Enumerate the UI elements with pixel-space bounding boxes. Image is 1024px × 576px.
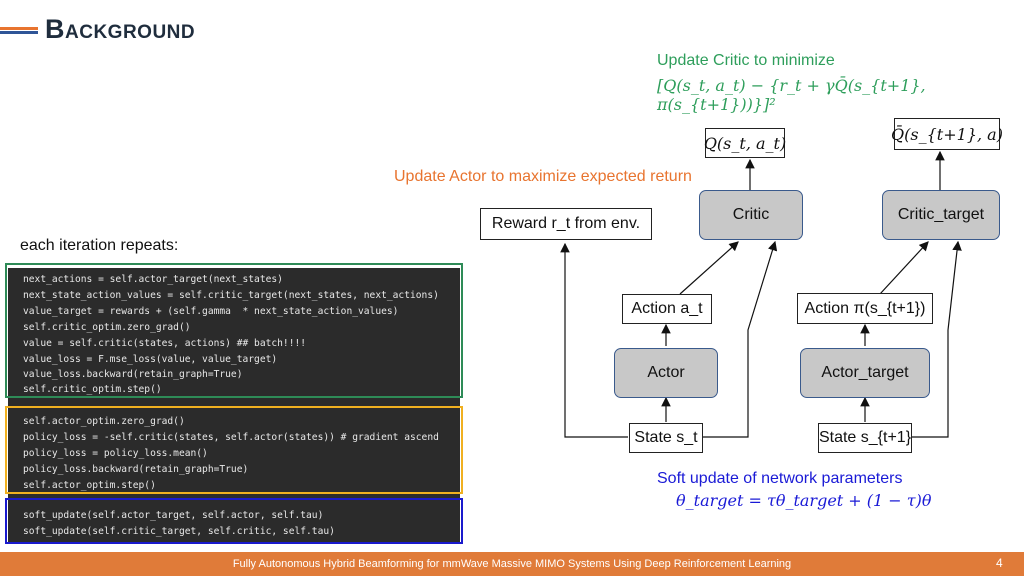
code-line: soft_update(self.critic_target, self.cri… <box>23 526 335 537</box>
page-number: 4 <box>996 556 1003 570</box>
footer-bar <box>0 552 1024 576</box>
critic-node: Critic <box>699 190 803 240</box>
actor-node: Actor <box>614 348 718 398</box>
code-line: self.actor_optim.zero_grad() <box>23 416 185 427</box>
code-line: next_actions = self.actor_target(next_st… <box>23 274 283 285</box>
action-box: Action a_t <box>622 294 712 324</box>
action-target-box: Action π(s_{t+1}) <box>797 293 933 324</box>
critic-target-node: Critic_target <box>882 190 1000 240</box>
code-line: next_state_action_values = self.critic_t… <box>23 290 439 301</box>
code-line: soft_update(self.actor_target, self.acto… <box>23 510 324 521</box>
code-line: value_target = rewards + (self.gamma * n… <box>23 306 399 317</box>
soft-update-frame <box>5 498 463 544</box>
state-next-box: State s_{t+1} <box>818 423 912 453</box>
code-line: self.critic_optim.step() <box>23 384 162 395</box>
soft-update-formula: θ_target = τθ_target + (1 − τ)θ <box>676 491 932 510</box>
soft-update-heading: Soft update of network parameters <box>657 470 903 487</box>
reward-box: Reward r_t from env. <box>480 208 652 240</box>
code-line: value_loss.backward(retain_graph=True) <box>23 369 243 380</box>
code-line: value = self.critic(states, actions) ## … <box>23 338 307 349</box>
state-box: State s_t <box>629 423 703 453</box>
critic-update-formula: [Q(s_t, a_t) − {r_t + γQ̄(s_{t+1}, π(s_{… <box>657 76 926 114</box>
actor-update-frame <box>5 406 463 494</box>
each-iteration-label: each iteration repeats: <box>20 237 179 254</box>
slide-title: Background <box>45 14 196 44</box>
critic-update-frame <box>5 263 463 398</box>
actor-target-node: Actor_target <box>800 348 930 398</box>
code-panel: next_actions = self.actor_target(next_st… <box>8 268 460 542</box>
code-line: policy_loss.backward(retain_graph=True) <box>23 464 249 475</box>
actor-update-heading: Update Actor to maximize expected return <box>394 168 692 185</box>
footer-title: Fully Autonomous Hybrid Beamforming for … <box>232 558 792 570</box>
code-line: value_loss = F.mse_loss(value, value_tar… <box>23 354 278 365</box>
title-accent-bar <box>0 27 38 34</box>
code-line: policy_loss = -self.critic(states, self.… <box>23 432 439 443</box>
code-line: policy_loss = policy_loss.mean() <box>23 448 208 459</box>
code-line: self.critic_optim.zero_grad() <box>23 322 191 333</box>
critic-update-heading: Update Critic to minimize <box>657 52 835 69</box>
q-output-box: Q(s_t, a_t) <box>704 128 786 158</box>
code-line: self.actor_optim.step() <box>23 480 156 491</box>
qbar-output-box: Q̄(s_{t+1}, a) <box>891 118 1003 150</box>
